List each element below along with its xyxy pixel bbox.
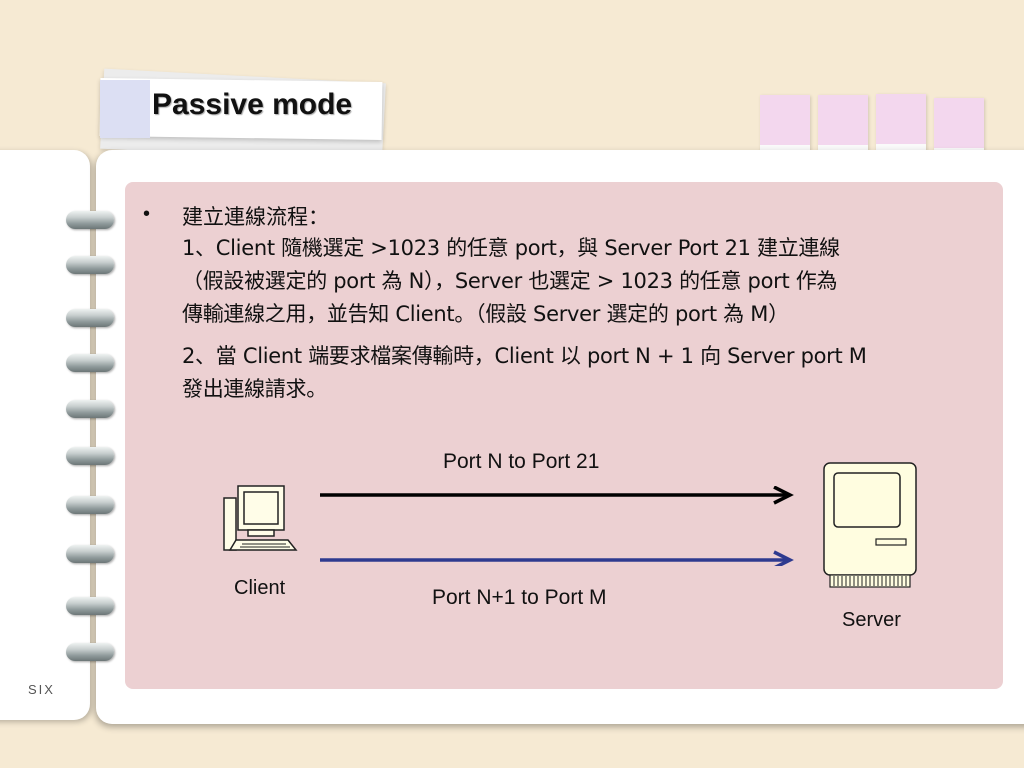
connection-arrows [320,486,794,566]
step-1-paragraph: 1、Client 隨機選定 >1023 的任意 port，與 Server Po… [182,232,982,331]
index-tab-3[interactable] [876,94,926,152]
step-1-line: （假設被選定的 port 為 N），Server 也選定 > 1023 的任意 … [182,269,838,293]
bullet-heading: 建立連線流程： [182,205,329,229]
step-2-paragraph: 2、當 Client 端要求檔案傳輸時，Client 以 port N + 1 … [182,340,982,406]
binder-ring [66,643,114,661]
server-icon [823,462,917,588]
step-2-line: 發出連線請求。 [182,377,327,401]
content-panel [125,182,1003,689]
index-tab-2[interactable] [818,95,868,153]
step-1-line: 傳輸連線之用，並告知 Client。（假設 Server 選定的 port 為 … [182,302,789,326]
binder-ring [66,354,114,372]
index-tab-1[interactable] [760,95,810,153]
step-2-line: 2、當 Client 端要求檔案傳輸時，Client 以 port N + 1 … [182,344,867,368]
server-label: Server [842,609,901,631]
title-tab [100,80,150,138]
client-label: Client [234,577,286,599]
binder-ring [66,211,114,229]
bullet-marker: • [143,203,151,225]
arrow-head-data [773,550,794,566]
footer-label: SIX [28,682,55,697]
step-1-line: 1、Client 隨機選定 >1023 的任意 port，與 Server Po… [182,236,840,260]
arrow-1-label: Port N to Port 21 [443,450,600,473]
index-tab-4[interactable] [934,98,984,156]
arrow-head-control [773,486,794,505]
binder-ring [66,447,114,465]
page-title: Passive mode [152,88,353,121]
binder-ring [66,309,114,327]
binder-ring [66,545,114,563]
binder-ring [66,496,114,514]
left-page [0,150,90,720]
binder-ring [66,400,114,418]
binder-ring [66,256,114,274]
arrow-2-label: Port N+1 to Port M [432,586,607,609]
computer-icon [223,485,298,551]
binder-ring [66,597,114,615]
